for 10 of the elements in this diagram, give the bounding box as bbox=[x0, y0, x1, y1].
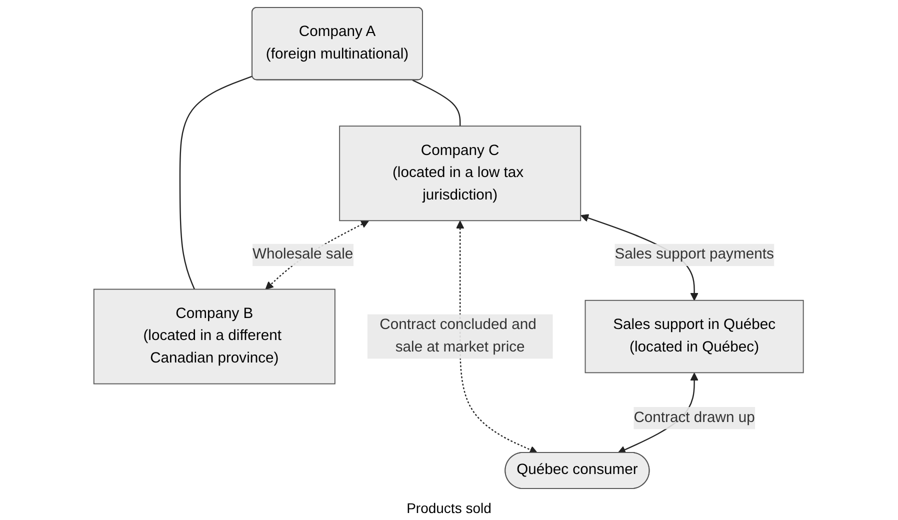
edge-label: Contract concluded and sale at market price bbox=[380, 317, 537, 356]
edge-label: Wholesale sale bbox=[252, 246, 354, 262]
connector bbox=[412, 80, 462, 126]
edge-label: Sales support payments bbox=[615, 246, 774, 262]
note-text: Products sold bbox=[406, 500, 492, 516]
connector bbox=[180, 76, 254, 290]
node-box: Company B (located in a different Canadian province) bbox=[94, 288, 336, 384]
edge-label: Contract drawn up bbox=[634, 410, 756, 426]
node-box: Company C (located in a low tax jurisdiction) bbox=[340, 126, 582, 222]
node-box: Sales support in Québec (located in Québec) bbox=[585, 300, 804, 374]
